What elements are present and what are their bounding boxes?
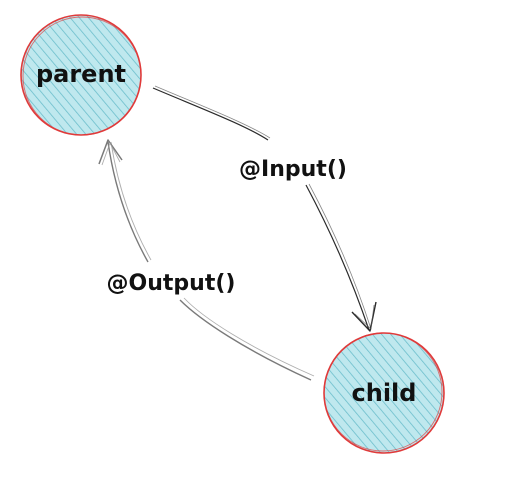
input-edge-label: @Input(): [239, 157, 347, 182]
child-node-label: child: [352, 379, 417, 407]
output-edge-label: @Output(): [107, 271, 236, 296]
output-arrow: [98, 139, 315, 381]
parent-node: parent: [20, 14, 142, 136]
input-arrow: [152, 85, 377, 332]
parent-node-label: parent: [36, 60, 126, 88]
child-node: child: [323, 332, 445, 454]
